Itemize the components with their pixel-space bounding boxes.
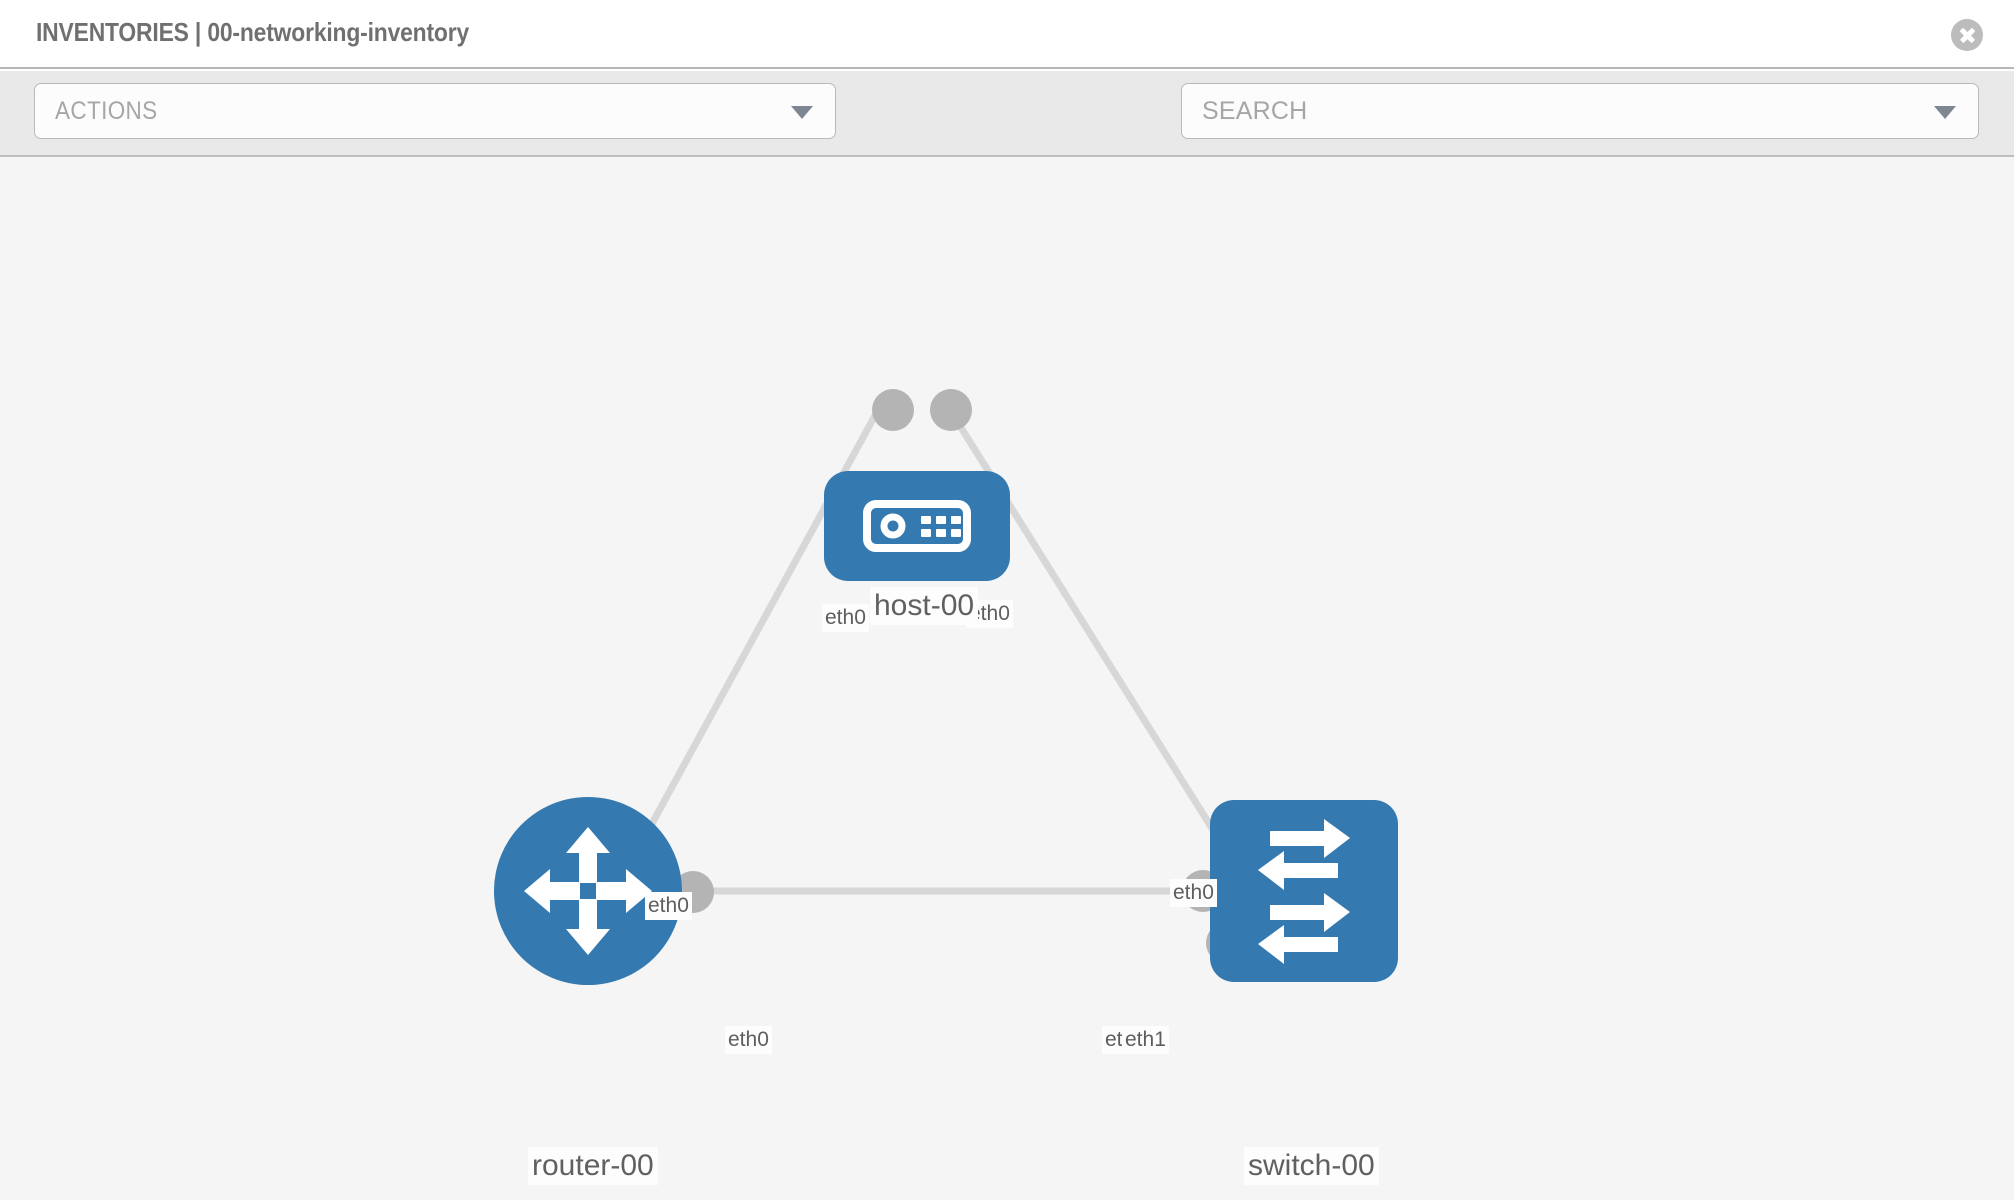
connector-nub-host-left <box>872 389 914 431</box>
toolbar: ACTIONS SEARCH <box>0 71 2014 204</box>
node-switch-00-shape[interactable] <box>1210 800 1398 982</box>
edge-label-router-right: eth0 <box>725 1026 772 1054</box>
search-placeholder: SEARCH <box>1202 97 1308 125</box>
edge-label-router-upper: eth0 <box>645 892 692 920</box>
actions-dropdown-label: ACTIONS <box>55 97 158 125</box>
node-router-00-shape[interactable] <box>494 797 682 985</box>
server-icon <box>863 500 971 552</box>
close-icon[interactable] <box>1951 19 1983 51</box>
node-host-00-shape[interactable] <box>824 471 1010 581</box>
chevron-down-icon <box>1934 106 1956 119</box>
router-arrows-icon <box>524 827 652 955</box>
edge-label-switch-upper: eth0 <box>1170 879 1217 907</box>
chevron-down-icon <box>791 106 813 119</box>
topology-edges <box>621 408 1243 895</box>
node-label-host-00: host-00 <box>870 587 979 625</box>
node-label-switch-00: switch-00 <box>1244 1147 1379 1185</box>
page-header: INVENTORIES | 00-networking-inventory <box>0 0 2014 69</box>
topology-canvas[interactable]: eth0 eth0 eth0 eth0 eth0 eth eth1 host-0… <box>0 157 2014 1200</box>
node-label-router-00: router-00 <box>528 1147 658 1185</box>
connector-nub-host-right <box>930 389 972 431</box>
edge-label-host-left: eth0 <box>822 604 869 632</box>
actions-dropdown[interactable]: ACTIONS <box>34 83 836 139</box>
switch-arrows-icon <box>1258 819 1350 964</box>
page-title: INVENTORIES | 00-networking-inventory <box>36 17 470 47</box>
search-input[interactable]: SEARCH <box>1181 83 1979 139</box>
edge-label-switch-left-b: eth1 <box>1122 1026 1169 1054</box>
